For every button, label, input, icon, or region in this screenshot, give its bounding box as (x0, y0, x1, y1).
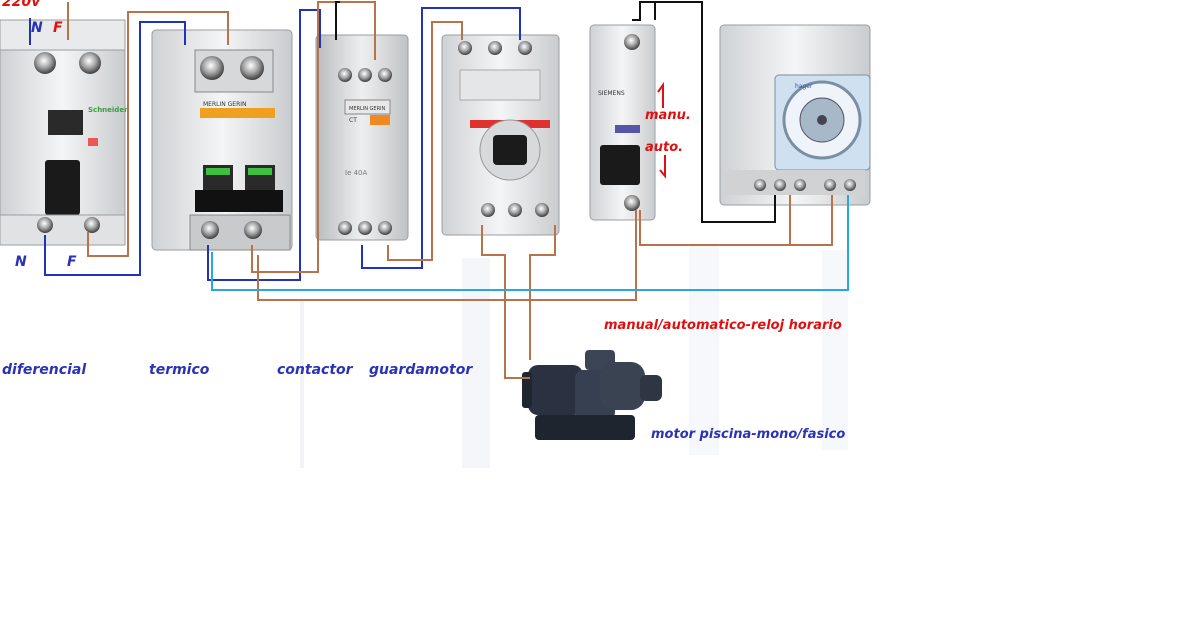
svg-text:MERLIN GERIN: MERLIN GERIN (203, 101, 247, 108)
neutral-wire-term-cont (207, 9, 321, 281)
svg-text:MERLIN GERIN: MERLIN GERIN (349, 106, 386, 112)
neutral-wire-dif-term (44, 21, 186, 276)
motor-wire-2 (529, 225, 556, 360)
manu-label: manu. (645, 108, 691, 123)
phase-wire-long (257, 210, 637, 301)
termico-device: MERLIN GERIN (151, 29, 293, 251)
diferencial-label: diferencial (2, 362, 87, 378)
neutral-wire-cont-guard (361, 7, 521, 269)
wiring (29, 1, 849, 379)
bottom-neutral-label: N (15, 254, 27, 270)
control-wire-breaker-timer (632, 1, 776, 223)
svg-text:SIEMENS: SIEMENS (598, 90, 625, 97)
control-wire-contactor (335, 1, 340, 40)
svg-text:Schneider: Schneider (88, 106, 128, 114)
top-phase-label: F (53, 20, 63, 36)
phase-wire-breaker-timer (639, 195, 791, 246)
svg-text:Ie 40A: Ie 40A (345, 169, 368, 177)
auto-label: auto. (645, 140, 684, 155)
contactor-device: MERLIN GERIN CT Ie 40A (315, 34, 409, 241)
manual-auto-arrows (657, 81, 666, 179)
diferencial-device: Schneider (0, 19, 128, 246)
contactor-label: contactor (277, 362, 353, 378)
top-neutral-label: N (31, 20, 43, 36)
phase-wire-timer-out (790, 195, 833, 246)
motor-wire-1 (481, 225, 530, 379)
timer-reloj-device: hager (719, 24, 871, 206)
phase-wire-dif-term (87, 11, 229, 257)
phase-wire-cont-guard (387, 21, 463, 261)
background-shadows (300, 245, 848, 468)
phase-wire-term-cont (251, 1, 376, 273)
pool-pump-motor (522, 350, 662, 440)
termico-label: termico (149, 362, 210, 378)
svg-text:hager: hager (795, 83, 813, 90)
arrow-up-icon (657, 81, 664, 108)
bottom-phase-label: F (67, 254, 77, 270)
voltage-label: 220v (2, 0, 41, 10)
manual-auto-breaker-device: SIEMENS (589, 24, 656, 221)
manual-auto-label: manual/automatico-reloj horario (604, 318, 842, 333)
svg-text:CT: CT (349, 117, 357, 124)
arrow-down-icon (659, 155, 666, 179)
motor-label: motor piscina-mono/fasico (651, 427, 846, 442)
return-wire-long (211, 195, 849, 291)
guardamotor-label: guardamotor (369, 362, 473, 378)
guardamotor-device (441, 34, 560, 236)
